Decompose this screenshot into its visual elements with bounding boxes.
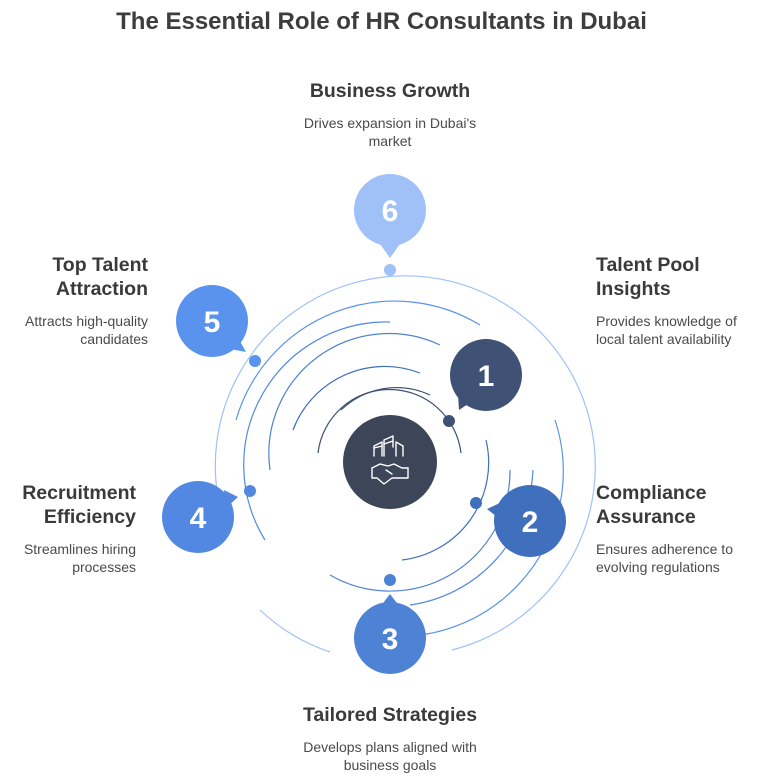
step-5-heading: Top Talent Attraction: [0, 253, 148, 301]
ring-arc-6: [214, 275, 596, 651]
step-4-heading-line1: Recruitment: [22, 482, 136, 504]
step-3-description: Develops plans aligned with business goa…: [240, 738, 540, 774]
center-hub: [343, 415, 437, 509]
step-number-5: 5: [204, 306, 221, 339]
ring-arc-1b: [340, 387, 431, 411]
step-6-desc-line1: Drives expansion in Dubai's: [303, 115, 477, 131]
step-2-desc-line1: Ensures adherence to: [596, 541, 733, 557]
step-1-desc-line1: Provides knowledge of: [596, 313, 737, 329]
connector-dot-6: [384, 264, 396, 276]
step-bubble-5: 5: [176, 285, 248, 357]
ring-arc-2b: [401, 439, 490, 561]
step-2-description: Ensures adherence to evolving regulation…: [596, 540, 761, 576]
step-number-4: 4: [190, 502, 207, 535]
step-number-1: 1: [478, 360, 495, 393]
step-6-description: Drives expansion in Dubai's market: [240, 114, 540, 150]
step-number-2: 2: [522, 506, 539, 539]
step-bubble-1: 1: [450, 339, 522, 411]
step-6-heading-line1: Business Growth: [309, 80, 471, 102]
ring-arc-4: [243, 321, 391, 541]
step-bubble-3: 3: [354, 594, 426, 674]
ring-arc-5: [235, 300, 481, 421]
step-bubble-4: 4: [162, 481, 238, 553]
step-3-desc-line2: business goals: [343, 757, 437, 773]
step-4-description: Streamlines hiring processes: [0, 540, 136, 576]
step-4-heading: Recruitment Efficiency: [0, 481, 136, 529]
step-1-heading: Talent Pool Insights: [596, 253, 756, 301]
step-1-heading-line2: Insights: [596, 278, 671, 300]
step-3-desc-line1: Develops plans aligned with: [303, 739, 477, 755]
step-1-description: Provides knowledge of local talent avail…: [596, 312, 761, 348]
step-1-desc-line2: local talent availability: [596, 331, 732, 347]
building-handshake-icon: [371, 435, 409, 485]
step-3-heading: Tailored Strategies: [240, 703, 540, 727]
step-1-heading-line1: Talent Pool: [596, 254, 700, 276]
step-4-desc-line2: processes: [72, 559, 136, 575]
step-2-desc-line2: evolving regulations: [596, 559, 720, 575]
step-6-desc-line2: market: [368, 133, 412, 149]
step-bubble-2: 2: [487, 485, 566, 557]
step-5-description: Attracts high-quality candidates: [0, 312, 148, 348]
step-5-desc-line2: candidates: [80, 331, 148, 347]
ring-arc-6b: [259, 609, 331, 653]
diagram-title: The Essential Role of HR Consultants in …: [116, 8, 647, 35]
ring-arc-2: [292, 365, 421, 431]
step-5-desc-line1: Attracts high-quality: [25, 313, 148, 329]
step-6-heading: Business Growth: [240, 79, 540, 103]
step-bubble-6: 6: [354, 174, 426, 258]
connector-dot-2: [470, 497, 482, 509]
step-5-heading-line2: Attraction: [55, 278, 148, 300]
step-5-heading-line1: Top Talent: [52, 254, 148, 276]
connector-dot-1: [443, 415, 455, 427]
connector-dot-5: [249, 355, 261, 367]
step-2-heading-line1: Compliance: [596, 482, 707, 504]
step-4-desc-line1: Streamlines hiring: [23, 541, 136, 557]
step-2-heading: Compliance Assurance: [596, 481, 756, 529]
step-2-heading-line2: Assurance: [596, 506, 696, 528]
step-number-3: 3: [382, 623, 399, 656]
ring-arc-3: [268, 332, 441, 471]
step-3-heading-line1: Tailored Strategies: [302, 704, 478, 726]
connector-dot-3: [384, 574, 396, 586]
step-4-heading-line2: Efficiency: [43, 506, 136, 528]
connector-dot-4: [244, 485, 256, 497]
step-number-6: 6: [382, 195, 399, 228]
